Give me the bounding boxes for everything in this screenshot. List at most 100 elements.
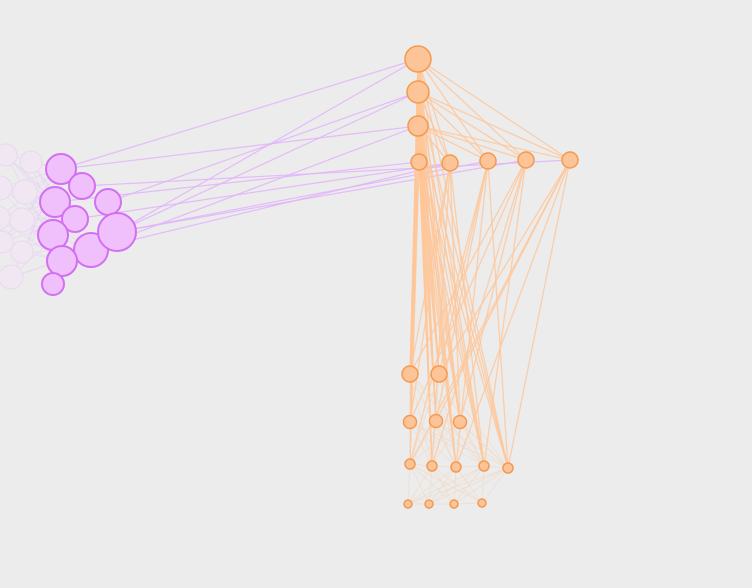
graph-edge [60,125,419,170]
graph-edge [417,125,571,161]
graph-node-orange[interactable] [478,460,490,472]
graph-node-purple-faded[interactable] [10,240,34,264]
graph-node-orange[interactable] [402,414,418,430]
graph-edge [409,421,485,467]
graph-node-purple[interactable] [41,272,65,296]
graph-node-orange[interactable] [479,152,497,170]
graph-edge [418,161,461,423]
graph-edge [409,159,571,465]
graph-edge [116,159,527,233]
graph-node-purple-faded[interactable] [0,264,24,290]
graph-edge [116,58,419,233]
graph-node-purple-faded[interactable] [0,143,18,167]
graph-node-orange[interactable] [441,154,459,172]
graph-edge [417,58,451,164]
graph-node-orange[interactable] [424,499,434,509]
graph-edge [417,91,485,467]
graph-edge [417,91,489,162]
graph-edge [431,159,527,467]
graph-node-purple-faded[interactable] [0,175,13,201]
graph-node-purple[interactable] [68,172,96,200]
graph-node-purple[interactable] [45,153,77,185]
graph-edge [409,463,455,505]
graph-edge [418,161,509,469]
graph-edge [428,465,433,505]
graph-edge [90,162,451,251]
graph-edge [407,467,509,505]
graph-edge [453,467,509,505]
graph-node-purple[interactable] [46,245,78,277]
graph-edge [407,465,433,505]
graph-edge [409,159,527,375]
graph-edge [409,421,509,469]
graph-edge [409,421,461,465]
graph-node-orange[interactable] [404,45,432,73]
graph-node-orange[interactable] [403,499,413,509]
graph-edge [60,58,419,170]
graph-node-orange[interactable] [426,460,438,472]
graph-edge [459,159,527,423]
graph-node-purple-faded[interactable] [0,230,14,254]
graph-edge [407,466,457,505]
graph-edge [107,91,419,203]
graph-edge [455,159,571,468]
graph-node-orange[interactable] [404,458,416,470]
graph-edge [428,465,485,505]
graph-node-orange[interactable] [406,80,430,104]
graph-node-purple[interactable] [94,188,122,216]
graph-edge [418,161,433,467]
graph-edge [459,421,485,467]
graph-edge [417,125,527,161]
graph-node-orange[interactable] [450,461,462,473]
graph-edge [409,463,483,504]
graph-edge [418,161,440,375]
graph-node-orange[interactable] [401,365,419,383]
graph-edge [417,125,509,469]
graph-edge [407,463,411,505]
graph-edge [409,373,440,465]
graph-edge [438,373,509,469]
graph-node-orange[interactable] [561,151,579,169]
graph-edge [431,421,461,467]
graph-node-orange[interactable] [477,498,487,508]
graph-edge [438,159,571,375]
graph-edge [438,373,457,468]
graph-node-orange[interactable] [502,462,514,474]
graph-edge [417,125,461,423]
graph-node-orange[interactable] [430,365,448,383]
graph-edge [453,465,485,505]
graph-node-orange[interactable] [452,414,468,430]
graph-edge [409,162,451,375]
graph-edge [116,91,419,233]
graph-edge [459,421,509,469]
graph-edge [417,91,527,161]
graph-edge [417,58,527,161]
graph-edge [449,162,485,467]
graph-node-orange[interactable] [517,151,535,169]
graph-node-orange[interactable] [428,413,444,429]
graph-node-purple-faded[interactable] [19,150,43,174]
graph-edge [435,420,485,467]
graph-nodes [0,45,579,509]
graph-edge [417,91,571,161]
graph-edge [417,58,485,467]
graph-node-orange[interactable] [407,115,429,137]
graph-edge [428,466,457,505]
graph-edge [409,421,433,467]
graph-edge [417,125,485,467]
graph-node-orange[interactable] [449,499,459,509]
graph-node-purple[interactable] [39,186,71,218]
graph-node-purple-faded[interactable] [12,179,38,205]
graph-edge [418,161,457,468]
graph-edge [481,467,509,504]
graph-edge [409,373,433,467]
graph-edge [74,162,451,220]
graph-node-purple[interactable] [61,205,89,233]
graph-edges [0,58,571,505]
graph-node-purple[interactable] [97,212,137,252]
graph-edge [418,161,485,467]
graph-node-orange[interactable] [410,153,428,171]
graph-edge [483,159,527,467]
graph-node-purple-faded[interactable] [9,207,35,233]
